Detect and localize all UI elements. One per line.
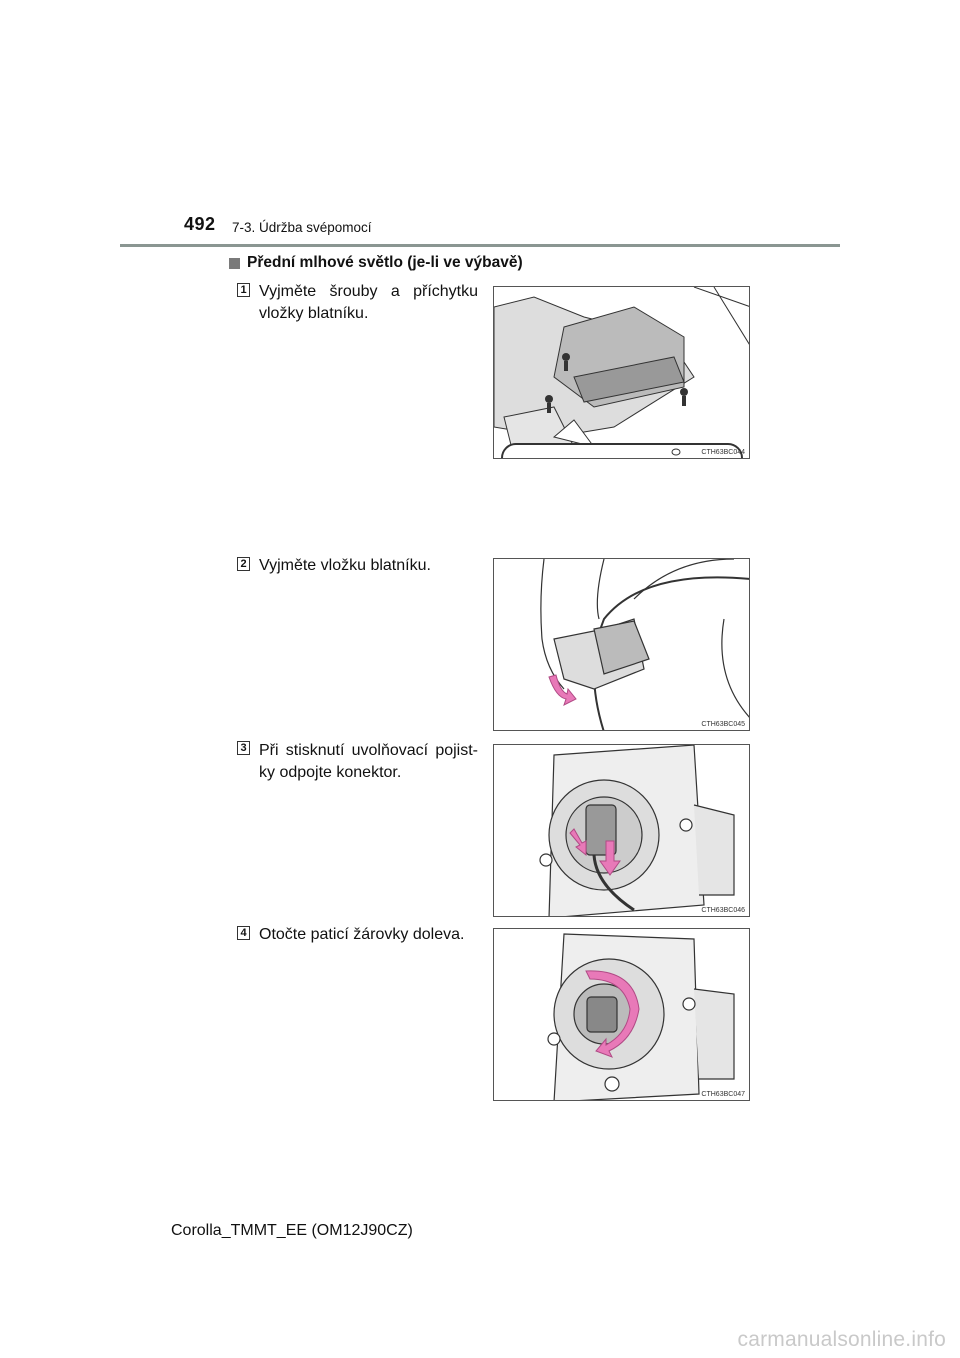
subsection-heading-text: Přední mlhové světlo (je-li ve výbavě) <box>247 254 523 271</box>
bulb-socket-rotation-illustration <box>547 933 735 1100</box>
step-number-1: 1 <box>237 283 250 297</box>
footer-manual-id: Corolla_TMMT_EE (OM12J90CZ) <box>171 1222 413 1239</box>
subsection-heading: Přední mlhové světlo (je-li ve výbavě) <box>229 254 523 272</box>
fog-light-connector-illustration <box>539 745 735 916</box>
square-bullet-icon <box>229 257 240 269</box>
step-number-4: 4 <box>237 926 250 940</box>
step-number-2: 2 <box>237 557 250 571</box>
fender-liner-removal-illustration <box>540 559 749 730</box>
page-number: 492 <box>184 214 216 234</box>
figure-step-3: CTH63BC046 <box>493 744 750 917</box>
figure-code-2: CTH63BC045 <box>701 721 745 728</box>
step-text-2: Vyjměte vložku blatníku. <box>259 557 431 574</box>
step-text-4: Otočte paticí žárovky doleva. <box>259 926 465 943</box>
step-number-3: 3 <box>237 741 250 755</box>
header-divider <box>120 244 840 247</box>
figure-step-4: CTH63BC047 <box>493 928 750 1101</box>
figure-step-1: CTH63BC044 <box>493 286 750 459</box>
section-title: 7-3. Údržba svépomocí <box>232 220 372 235</box>
watermark: carmanualsonline.info <box>737 1328 946 1351</box>
fender-liner-screws-illustration <box>494 287 749 458</box>
figure-code-1: CTH63BC044 <box>701 449 745 456</box>
figure-step-2: CTH63BC045 <box>493 558 750 731</box>
step-text-3: Při stisknutí uvolňovací pojist-ky odpoj… <box>259 742 478 781</box>
clip-removal-detail <box>671 448 681 456</box>
step-text-1: Vyjměte šrouby a příchytku vložky blatní… <box>259 283 478 322</box>
figure-code-4: CTH63BC047 <box>701 1091 745 1098</box>
figure-code-3: CTH63BC046 <box>701 907 745 914</box>
